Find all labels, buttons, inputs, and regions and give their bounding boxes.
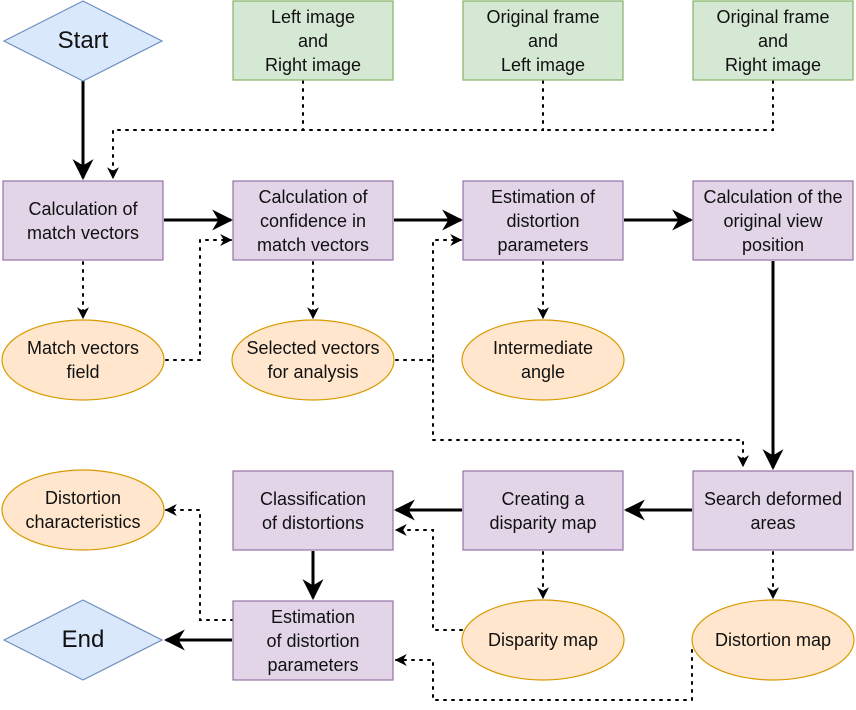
- edge-inputs-bus-to-calc-match: [107, 80, 304, 180]
- disparity-map-ellipse: [461, 599, 625, 681]
- disparity-create-box: [462, 470, 624, 551]
- solid-connectors: [72, 81, 784, 651]
- distortion-char-ellipse: [1, 469, 165, 551]
- search-deformed-box: [692, 470, 854, 551]
- match-field-ellipse: [1, 319, 165, 401]
- input-shapes: [232, 0, 854, 81]
- calc-view-box: [692, 180, 854, 261]
- dotted-connectors: [77, 80, 779, 701]
- input-or-box: [692, 0, 854, 81]
- edge-selected-to-search: [432, 359, 749, 468]
- edge-distortion-map-to-est-dist-2: [394, 649, 693, 701]
- calc-match-box: [2, 180, 164, 261]
- est-dist-1-box: [462, 180, 624, 261]
- start-terminator: [2, 0, 164, 82]
- edge-classification-to-distortion-char: [164, 504, 234, 621]
- edge-selected-to-est-dist: [395, 234, 463, 361]
- selected-vectors-ellipse: [231, 319, 395, 401]
- calc-conf-box: [232, 180, 394, 261]
- data-shapes: [1, 319, 855, 681]
- input-lr-box: [232, 0, 394, 81]
- classification-box: [232, 470, 394, 551]
- terminal-shapes: [2, 0, 164, 681]
- end-terminator: [2, 599, 164, 681]
- distortion-map-ellipse: [691, 599, 855, 681]
- process-shapes: [2, 180, 854, 681]
- edge-match-field-to-calc-conf: [165, 234, 233, 361]
- input-ol-box: [462, 0, 624, 81]
- edge-input-ol-to-bus: [302, 80, 544, 131]
- intermediate-angle-ellipse: [461, 319, 625, 401]
- est-dist-2-box: [232, 600, 394, 681]
- edge-disparity-map-to-classification: [394, 524, 463, 631]
- edge-input-or-to-bus: [542, 80, 774, 131]
